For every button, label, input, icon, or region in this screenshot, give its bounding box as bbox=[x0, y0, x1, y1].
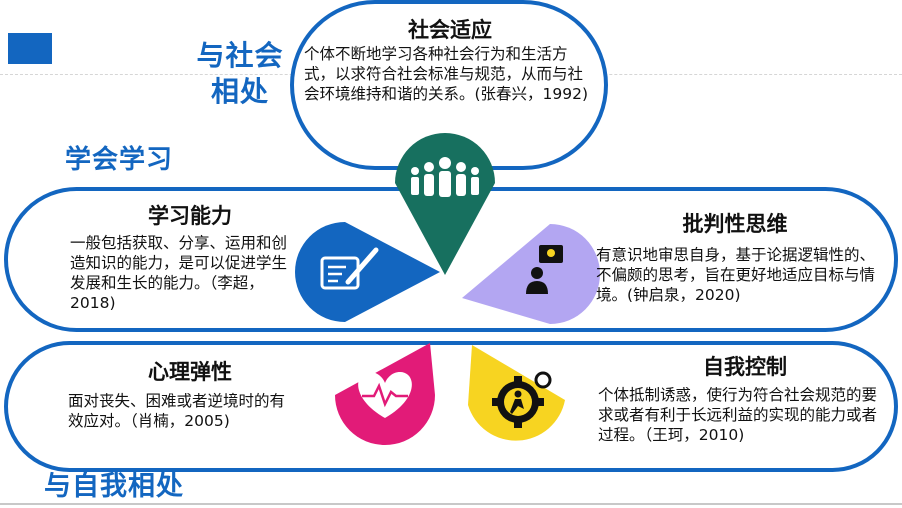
document-pen-icon bbox=[295, 222, 440, 322]
desc-resilience: 面对丧失、困难或者逆境时的有效应对。（肖楠，2005) bbox=[68, 392, 286, 430]
title-critical-thinking: 批判性思维 bbox=[682, 212, 788, 236]
self-band bbox=[4, 341, 898, 472]
idea-person-icon bbox=[462, 224, 600, 324]
group-of-people-icon bbox=[395, 133, 495, 275]
title-resilience: 心理弹性 bbox=[148, 360, 232, 384]
corner-accent bbox=[8, 33, 52, 64]
bottom-divider bbox=[0, 503, 902, 505]
gear-runner-icon bbox=[468, 345, 565, 441]
desc-learning-ability: 一般包括获取、分享、运用和创造知识的能力，是可以促进学生发展和生长的能力。（李超… bbox=[70, 234, 288, 312]
desc-social-adaptation: 个体不断地学习各种社会行为和生活方式，以求符合社会标准与规范，从而与社会环境维持… bbox=[304, 45, 589, 103]
heart-pulse-icon bbox=[335, 343, 435, 445]
desc-self-control: 个体抵制诱惑，使行为符合社会规范的要求或者有利于长远利益的实现的能力或者过程。（… bbox=[598, 386, 878, 444]
title-learning-ability: 学习能力 bbox=[148, 204, 232, 228]
title-social-adaptation: 社会适应 bbox=[408, 18, 492, 42]
label-self: 与自我相处 bbox=[44, 471, 184, 502]
title-self-control: 自我控制 bbox=[703, 355, 787, 379]
label-learn: 学会学习 bbox=[65, 145, 174, 175]
desc-critical-thinking: 有意识地审思自身，基于论据逻辑性的、不偏颇的思考，旨在更好地适应目标与情境。(钟… bbox=[596, 246, 876, 304]
label-social: 与社会相处 bbox=[196, 39, 284, 108]
